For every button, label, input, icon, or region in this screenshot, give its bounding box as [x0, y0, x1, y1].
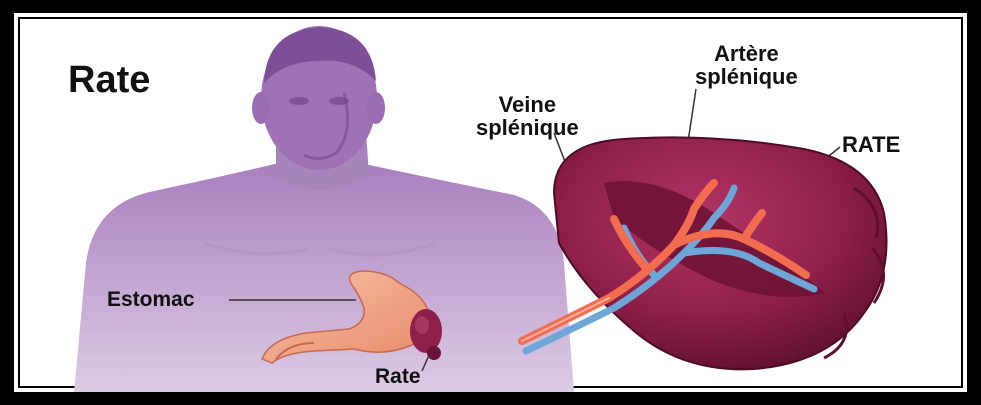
veine-splenique-label: Veine splénique — [476, 93, 579, 139]
artere-label-line2: splénique — [695, 65, 798, 88]
veine-label-line2: splénique — [476, 116, 579, 139]
rate-big-label: RATE — [842, 134, 900, 156]
ear-left — [252, 92, 270, 124]
ear-right — [367, 92, 385, 124]
anatomy-illustration — [14, 13, 967, 392]
artere-splenique-label: Artère splénique — [695, 42, 798, 88]
torso-shape — [74, 163, 574, 392]
artere-label-line1: Artère — [695, 42, 798, 65]
page-title: Rate — [68, 61, 150, 99]
spleen-enlarged — [522, 137, 887, 369]
diagram-canvas: Rate Estomac Rate Veine splénique Artère… — [14, 13, 967, 392]
veine-label-line1: Veine — [476, 93, 579, 116]
rate-small-label: Rate — [375, 366, 421, 387]
estomac-label: Estomac — [107, 289, 195, 310]
